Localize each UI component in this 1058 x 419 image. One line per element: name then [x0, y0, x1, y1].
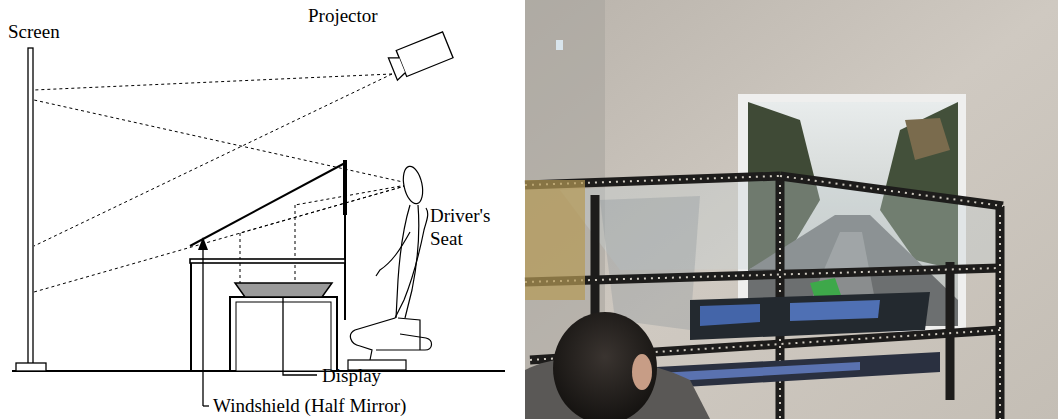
part-label: Screen	[8, 20, 60, 43]
frame-post	[344, 215, 346, 320]
schematic	[12, 32, 505, 406]
part-label: Projector	[308, 4, 378, 27]
screen-panel	[28, 48, 33, 364]
arrowhead	[198, 237, 208, 250]
display-symbol	[235, 283, 332, 297]
light-rays	[34, 74, 412, 292]
frame-leg	[190, 263, 192, 371]
frame-post	[343, 160, 347, 215]
photo	[525, 0, 1058, 419]
part-label: Display	[322, 364, 381, 387]
leader-line	[202, 246, 203, 406]
driver-seat-figure	[348, 165, 432, 370]
leader-line	[283, 298, 317, 375]
part-label: Driver's Seat	[430, 204, 504, 250]
half-mirror	[190, 163, 345, 246]
screen-base	[16, 363, 46, 371]
frame-shelf	[190, 259, 345, 263]
part-label: Windshield (Half Mirror)	[213, 394, 406, 417]
projector-symbol	[387, 32, 453, 80]
leader-line	[203, 405, 209, 406]
